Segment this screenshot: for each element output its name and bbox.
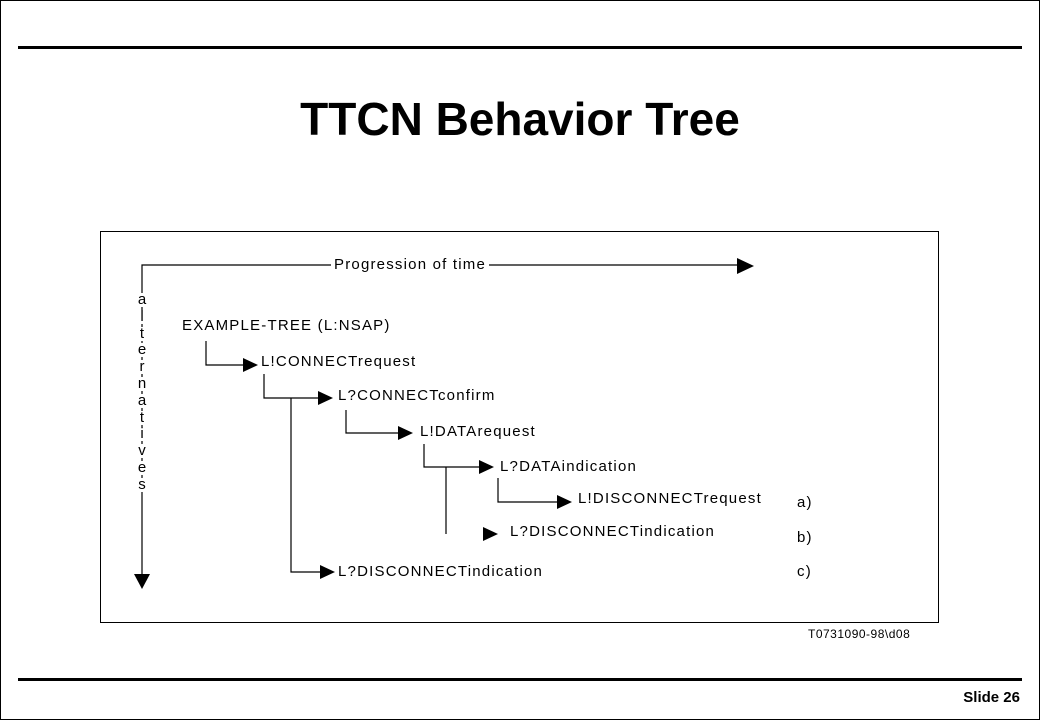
node-disconnect-request: L!DISCONNECTrequest (578, 490, 762, 507)
arrow-connect-request (243, 358, 258, 372)
edge-confirm-data-request (345, 410, 400, 434)
progression-of-time-label: Progression of time (331, 256, 490, 273)
alternatives-letter: s (135, 477, 149, 492)
node-disconnect-indication-c: L?DISCONNECTindication (338, 563, 544, 580)
time-axis-line (141, 264, 740, 284)
node-disconnect-indication-b: L?DISCONNECTindication (510, 523, 716, 540)
figure-box (100, 231, 939, 623)
alternatives-letter: v (135, 443, 149, 459)
alternatives-letter: i (135, 426, 149, 442)
arrow-disconnect-indication-c (320, 565, 335, 579)
arrow-disconnect-indication-b (483, 527, 498, 541)
alternatives-axis-arrowhead (134, 574, 150, 589)
edge-connect-request-confirm (263, 374, 320, 399)
node-example-tree: EXAMPLE-TREE (L:NSAP) (182, 317, 391, 334)
outcome-a-label: a) (797, 494, 813, 511)
time-axis-arrowhead (737, 258, 754, 274)
outcome-c-label: c) (797, 563, 812, 580)
edge-data-indication-disconnect-request (497, 478, 559, 503)
node-connect-request: L!CONNECTrequest (261, 353, 417, 370)
alternatives-letter: n (135, 376, 149, 391)
arrow-data-indication (479, 460, 494, 474)
alternatives-letter: a (135, 292, 149, 307)
outcome-b-label: b) (797, 529, 813, 546)
edge-root-connect-request (205, 341, 245, 366)
node-data-request: L!DATArequest (420, 423, 536, 440)
alternatives-letter: t (135, 326, 149, 341)
arrow-connect-confirm (318, 391, 333, 405)
edge-data-request-data-indication (423, 444, 481, 468)
alternatives-letter: e (135, 460, 149, 475)
arrow-disconnect-request (557, 495, 572, 509)
slide-number: Slide 26 (963, 689, 1020, 706)
alternatives-letter: t (135, 410, 149, 425)
alternatives-letter: e (135, 342, 149, 358)
slide-title: TTCN Behavior Tree (300, 93, 740, 145)
arrow-data-request (398, 426, 413, 440)
alternatives-letter: a (135, 393, 149, 408)
edge-connect-request-disconnect-c (290, 398, 322, 573)
alternatives-letter: r (135, 359, 149, 375)
node-data-indication: L?DATAindication (500, 458, 638, 475)
bottom-rule (18, 678, 1022, 681)
node-connect-confirm: L?CONNECTconfirm (338, 387, 496, 404)
top-rule (18, 46, 1022, 49)
figure-reference: T0731090-98\d08 (808, 627, 911, 641)
alternatives-letter: l (135, 309, 149, 324)
